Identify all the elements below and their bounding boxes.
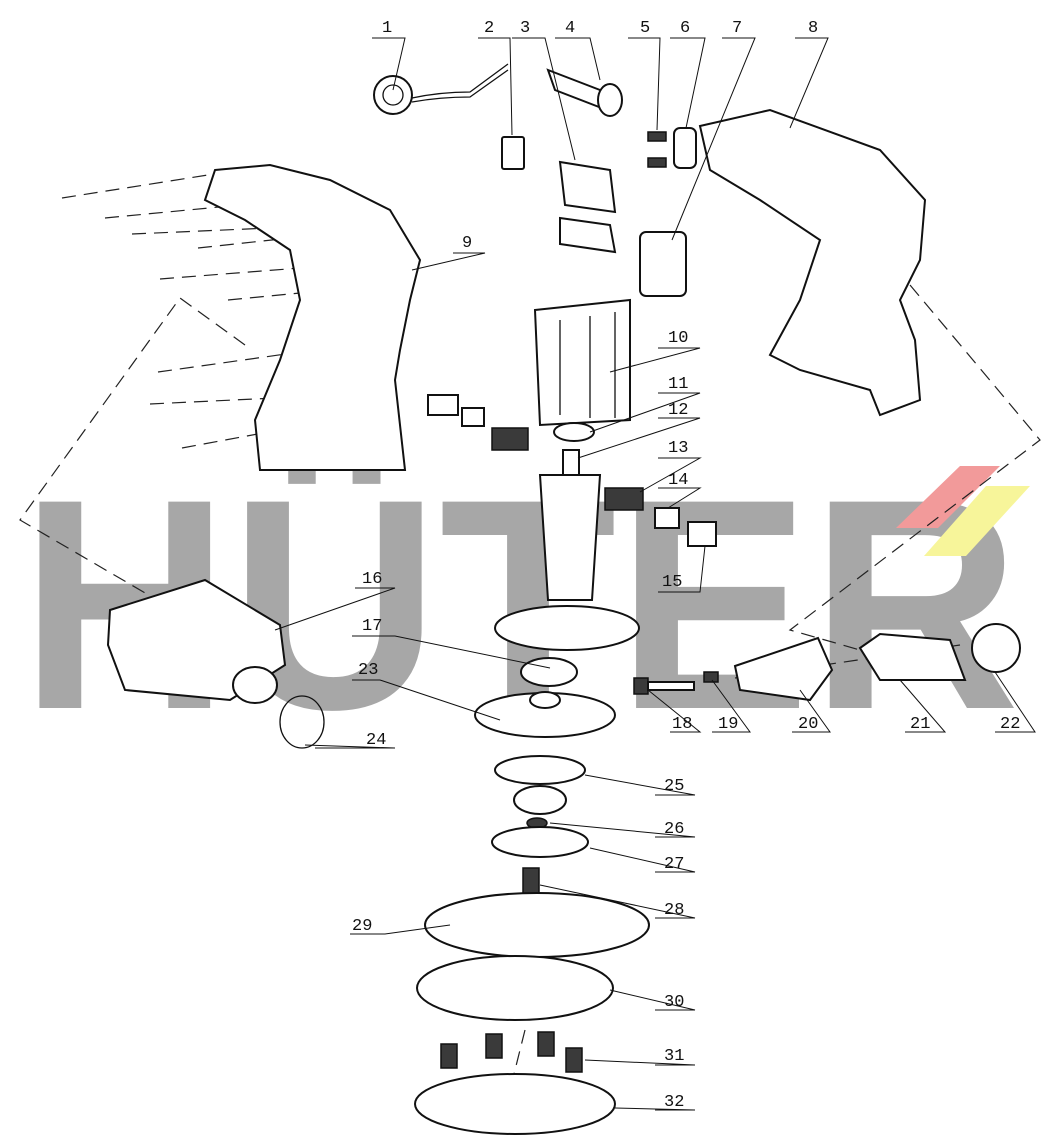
part-plate [491,826,589,858]
callout-23: 23 [358,661,378,680]
part-housing-left [203,163,422,471]
callout-6: 6 [680,19,690,38]
callout-9: 9 [462,234,472,253]
callout-8: 8 [808,19,818,38]
callout-2: 2 [484,19,494,38]
callout-19: 19 [718,715,738,734]
part-bearing-bottom [513,785,567,815]
callout-labels: 1 2 3 4 5 6 7 8 9 10 11 12 13 14 15 16 1… [352,19,1020,1112]
callout-11: 11 [668,375,688,394]
part-nut-screw [703,671,719,683]
callout-16: 16 [362,570,382,589]
callout-27: 27 [664,855,684,874]
callout-14: 14 [668,471,688,490]
part-sanding-sheet [414,1073,616,1135]
part-armature [494,449,640,651]
part-sanding-pad [416,955,614,1021]
part-o-ring [279,695,325,749]
callout-5: 5 [640,19,650,38]
callout-21: 21 [910,715,930,734]
part-cord-sleeve [546,68,623,117]
callout-1: 1 [382,19,392,38]
part-brush-holder-left [427,394,529,451]
callout-32: 32 [664,1093,684,1112]
part-cover-plate [639,231,687,297]
leader-lines [274,37,1036,1111]
callout-20: 20 [798,715,818,734]
part-knob-cap [971,623,1021,673]
callout-31: 31 [664,1047,684,1066]
part-fan [474,691,616,738]
callout-28: 28 [664,901,684,920]
callout-4: 4 [565,19,575,38]
watermark-accent-yellow [924,486,1030,556]
callout-26: 26 [664,820,684,839]
part-bearing-seat [494,755,586,785]
watermark-accent-red [896,466,1000,528]
part-bearing-mid [520,657,578,687]
callout-29: 29 [352,917,372,936]
part-cable-clamp [501,136,525,170]
callout-3: 3 [520,19,530,38]
part-brush-right [604,487,717,547]
callout-18: 18 [672,715,692,734]
callout-7: 7 [732,19,742,38]
callout-12: 12 [668,401,688,420]
part-knob-holder [858,632,967,681]
callout-10: 10 [668,329,688,348]
part-switch [558,160,617,254]
callout-25: 25 [664,777,684,796]
part-power-cord [373,63,509,115]
part-bearing-top [553,422,595,442]
part-cord-clamp-plate [673,127,697,169]
callout-13: 13 [668,439,688,458]
part-pad-screws [440,1031,583,1073]
callout-15: 15 [662,573,682,592]
part-housing-right [698,108,927,417]
callout-22: 22 [1000,715,1020,734]
callout-17: 17 [362,617,382,636]
part-front-handle [733,636,834,702]
part-dust-box [106,578,287,704]
callout-24: 24 [366,731,386,750]
callout-30: 30 [664,993,684,1012]
part-screws-cord-clamp [647,131,667,168]
part-pad-holder [424,892,650,958]
part-stator [533,298,631,427]
part-bolt [633,677,695,695]
